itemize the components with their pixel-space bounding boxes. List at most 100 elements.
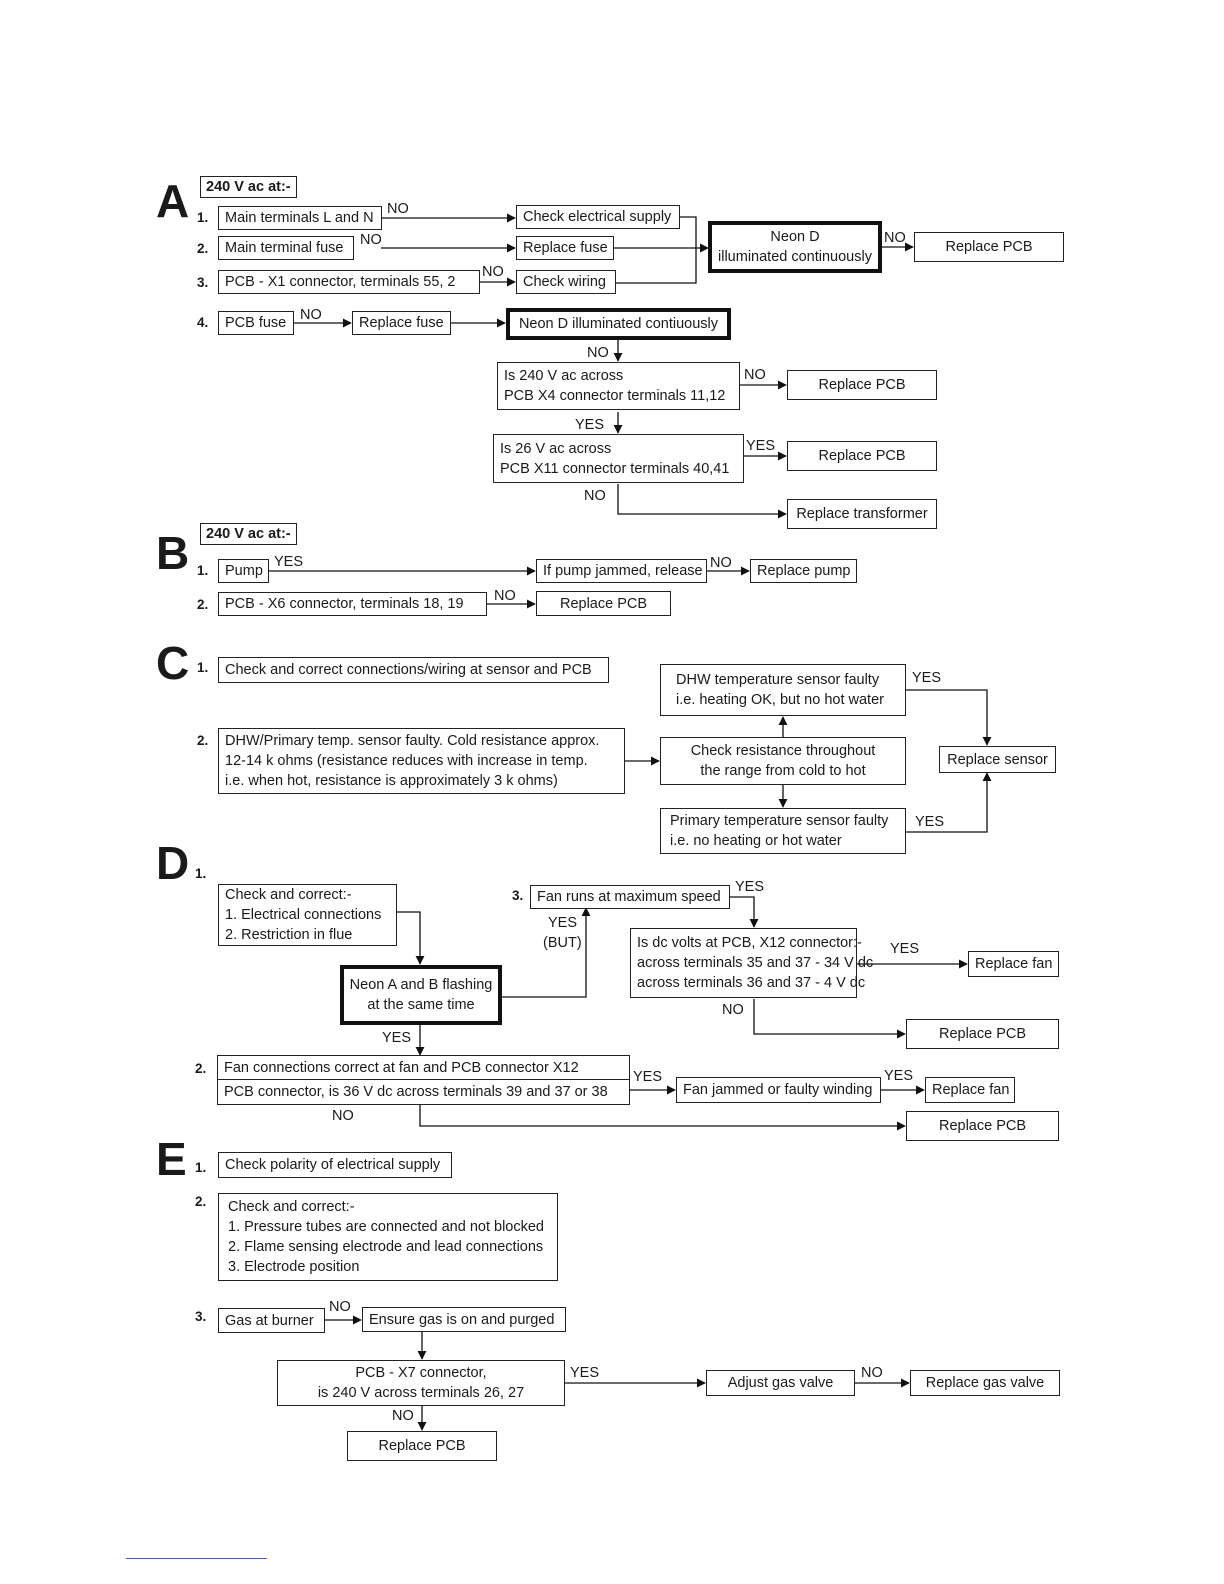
step-number: 1. bbox=[197, 210, 209, 225]
replace-fuse-box: Replace fuse bbox=[516, 236, 614, 260]
pcb-x6-box: PCB - X6 connector, terminals 18, 19 bbox=[218, 592, 487, 616]
pump-box: Pump bbox=[218, 559, 269, 583]
section-a-letter: A bbox=[156, 175, 190, 227]
replace-pump-box: Replace pump bbox=[750, 559, 857, 583]
yes-label: YES bbox=[274, 554, 304, 570]
sensor-faulty-box: DHW/Primary temp. sensor faulty. Cold re… bbox=[218, 728, 625, 794]
fan-jammed-box: Fan jammed or faulty winding bbox=[676, 1077, 881, 1103]
x11-question-box: Is 26 V ac across PCB X11 connector term… bbox=[493, 434, 744, 483]
primary-faulty-line: i.e. no heating or hot water bbox=[670, 833, 842, 849]
arrow-dhw-yes bbox=[906, 689, 992, 746]
main-terminals-box: Main terminals L and N bbox=[218, 206, 382, 230]
dhw-faulty-line: DHW temperature sensor faulty bbox=[676, 672, 880, 688]
check-resistance-box: Check resistance throughout the range fr… bbox=[660, 737, 906, 785]
replace-valve-box: Replace gas valve bbox=[910, 1370, 1060, 1396]
check-supply-box: Check electrical supply bbox=[516, 205, 680, 229]
check-correct-line: 2. Restriction in flue bbox=[225, 927, 353, 943]
neon-ab-line: Neon A and B flashing bbox=[349, 977, 493, 993]
arrow-fanconn-no bbox=[419, 1105, 906, 1131]
no-label: NO bbox=[300, 307, 322, 323]
yes-label: YES bbox=[912, 670, 942, 686]
no-label: NO bbox=[332, 1108, 354, 1124]
no-label: NO bbox=[710, 555, 732, 571]
arrow-x12-no bbox=[753, 999, 906, 1039]
yes-label: YES bbox=[735, 879, 765, 895]
replace-pcb-box: Replace PCB bbox=[536, 591, 671, 616]
x4-question-box: Is 240 V ac across PCB X4 connector term… bbox=[497, 362, 740, 410]
x12-line: across terminals 35 and 37 - 34 V dc bbox=[637, 955, 874, 971]
replace-transformer-box: Replace transformer bbox=[787, 499, 937, 529]
step-number: 1. bbox=[195, 866, 207, 881]
replace-pcb-box: Replace PCB bbox=[906, 1111, 1059, 1141]
no-label: NO bbox=[392, 1408, 414, 1424]
check-wiring-box: Check wiring bbox=[516, 270, 616, 294]
neon-d-line: illuminated continuously bbox=[718, 249, 872, 265]
step-number: 1. bbox=[197, 660, 209, 675]
sensor-faulty-line: 12-14 k ohms (resistance reduces with in… bbox=[225, 753, 588, 769]
x7-line: PCB - X7 connector, bbox=[355, 1365, 487, 1381]
step-number: 3. bbox=[195, 1309, 207, 1324]
x11-line: PCB X11 connector terminals 40,41 bbox=[500, 460, 730, 477]
x7-question-box: PCB - X7 connector, is 240 V across term… bbox=[277, 1360, 565, 1406]
no-label: NO bbox=[494, 588, 516, 604]
section-d-letter: D bbox=[156, 837, 190, 889]
replace-pcb-box: Replace PCB bbox=[787, 370, 937, 400]
no-label: NO bbox=[482, 264, 504, 280]
replace-pcb-box: Replace PCB bbox=[347, 1431, 497, 1461]
arrow-neonab-fan bbox=[502, 907, 591, 998]
check-resistance-line: the range from cold to hot bbox=[700, 763, 866, 779]
x11-line: Is 26 V ac across bbox=[500, 440, 612, 457]
x12-question-box: Is dc volts at PCB, X12 connector:- acro… bbox=[630, 928, 873, 998]
footer-rule bbox=[126, 1558, 267, 1559]
arrow-fan-x12 bbox=[730, 896, 759, 928]
check-resistance-line: Check resistance throughout bbox=[690, 743, 876, 759]
section-e-letter: E bbox=[156, 1133, 187, 1185]
no-label: NO bbox=[722, 1002, 744, 1018]
x4-line: Is 240 V ac across bbox=[504, 368, 624, 384]
main-fuse-box: Main terminal fuse bbox=[218, 236, 354, 260]
step-number: 2. bbox=[197, 597, 209, 612]
yes-label: YES bbox=[915, 814, 945, 830]
no-label: NO bbox=[861, 1365, 883, 1381]
ensure-gas-box: Ensure gas is on and purged bbox=[362, 1307, 566, 1332]
arrow-primary-yes bbox=[906, 772, 992, 833]
check-correct-line: 1. Electrical connections bbox=[225, 907, 382, 923]
fan-max-box: Fan runs at maximum speed bbox=[530, 885, 730, 909]
replace-fan-box: Replace fan bbox=[925, 1077, 1015, 1103]
yes-label: YES bbox=[570, 1365, 600, 1381]
replace-pcb-box: Replace PCB bbox=[914, 232, 1064, 262]
yes-label: YES bbox=[884, 1068, 914, 1084]
no-label: NO bbox=[584, 488, 606, 504]
neon-ab-box: Neon A and B flashing at the same time bbox=[340, 965, 502, 1025]
step-number: 2. bbox=[195, 1061, 207, 1076]
yes-label: YES bbox=[548, 915, 578, 931]
step-number: 3. bbox=[197, 275, 209, 290]
pump-jammed-box: If pump jammed, release bbox=[536, 559, 707, 583]
section-b-header: 240 V ac at:- bbox=[200, 523, 297, 545]
check-polarity-box: Check polarity of electrical supply bbox=[218, 1152, 452, 1178]
replace-fan-box: Replace fan bbox=[968, 951, 1059, 977]
check-correct-box: Check and correct:- 1. Electrical connec… bbox=[218, 884, 397, 946]
step-number: 2. bbox=[195, 1194, 207, 1209]
x12-line: across terminals 36 and 37 - 4 V dc bbox=[637, 975, 866, 991]
replace-sensor-box: Replace sensor bbox=[939, 746, 1056, 773]
merge-bracket bbox=[616, 216, 697, 284]
step-number: 3. bbox=[512, 888, 524, 903]
check-pressure-line: 1. Pressure tubes are connected and not … bbox=[228, 1219, 544, 1235]
yes-label: YES bbox=[382, 1030, 412, 1046]
step-number: 2. bbox=[197, 241, 209, 256]
adjust-valve-box: Adjust gas valve bbox=[706, 1370, 855, 1396]
step-number: 2. bbox=[197, 733, 209, 748]
section-a-header: 240 V ac at:- bbox=[200, 176, 297, 198]
x12-line: Is dc volts at PCB, X12 connector:- bbox=[637, 935, 862, 951]
yes-label: YES bbox=[746, 438, 776, 454]
but-label: (BUT) bbox=[543, 935, 582, 951]
check-connections-box: Check and correct connections/wiring at … bbox=[218, 657, 609, 683]
neon-d-box: Neon D illuminated continuously bbox=[708, 221, 882, 273]
yes-label: YES bbox=[575, 417, 605, 433]
no-label: NO bbox=[360, 232, 382, 248]
check-pressure-box: Check and correct:- 1. Pressure tubes ar… bbox=[218, 1193, 558, 1281]
sensor-faulty-line: i.e. when hot, resistance is approximate… bbox=[225, 773, 558, 789]
check-pressure-line: 3. Electrode position bbox=[228, 1259, 360, 1275]
gas-burner-box: Gas at burner bbox=[218, 1308, 325, 1333]
